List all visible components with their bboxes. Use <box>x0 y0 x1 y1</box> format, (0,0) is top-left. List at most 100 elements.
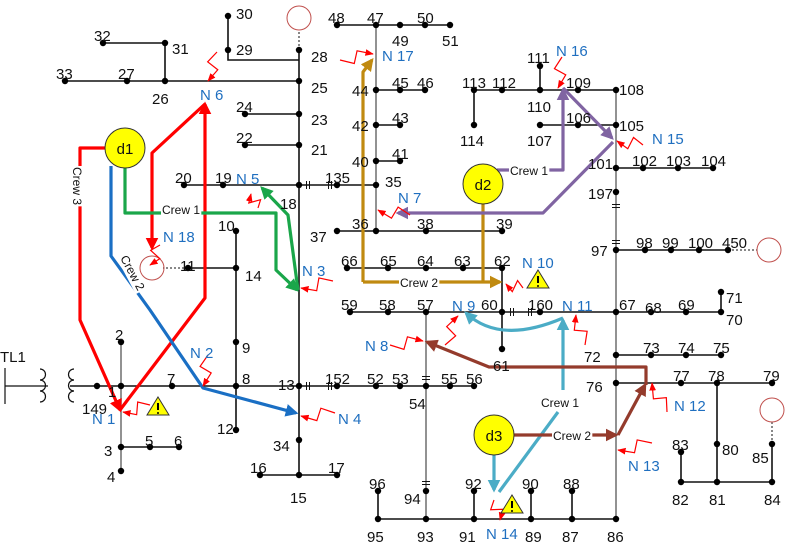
bus-node-28[interactable] <box>295 46 303 54</box>
fault-label-n11[interactable]: N 11 <box>562 298 593 315</box>
fault-label-n8[interactable]: N 8 <box>365 338 388 355</box>
bus-node-80[interactable] <box>713 440 721 448</box>
bus-node-100[interactable] <box>695 246 703 254</box>
bus-node-24[interactable] <box>241 110 249 118</box>
bus-node-90[interactable] <box>527 487 535 495</box>
bus-node-99[interactable] <box>667 246 675 254</box>
fault-label-n15[interactable]: N 15 <box>652 131 684 148</box>
bus-node-101[interactable] <box>612 164 620 172</box>
bus-node-51[interactable] <box>446 21 454 29</box>
bus-node-33[interactable] <box>61 77 69 85</box>
bus-node-79[interactable] <box>768 379 776 387</box>
fault-label-n5[interactable]: N 5 <box>236 171 259 188</box>
bus-node-39[interactable] <box>498 227 506 235</box>
bus-node-67[interactable] <box>612 308 620 316</box>
bus-node-15[interactable] <box>295 471 303 479</box>
bus-node-47[interactable] <box>372 21 380 29</box>
bus-node-53[interactable] <box>396 382 404 390</box>
bus-node-32[interactable] <box>99 39 107 47</box>
bus-node-8[interactable] <box>232 382 240 390</box>
bus-node-20[interactable] <box>180 181 188 189</box>
depot-d2[interactable] <box>462 163 504 205</box>
bus-node-89[interactable] <box>527 515 535 523</box>
bus-node-50[interactable] <box>421 21 429 29</box>
fault-label-n13[interactable]: N 13 <box>628 458 660 475</box>
bus-node-68[interactable] <box>647 308 655 316</box>
bus-node-43[interactable] <box>396 121 404 129</box>
bus-node-197[interactable] <box>612 188 620 196</box>
bus-node-110[interactable] <box>536 86 544 94</box>
fault-label-n4[interactable]: N 4 <box>338 411 361 428</box>
bus-node-61[interactable] <box>498 345 506 353</box>
bus-node-112[interactable] <box>498 86 506 94</box>
bus-node-2[interactable] <box>117 338 125 346</box>
bus-node-23[interactable] <box>295 110 303 118</box>
bus-node-91[interactable] <box>470 515 478 523</box>
bus-node-49[interactable] <box>396 21 404 29</box>
bus-node-103[interactable] <box>674 164 682 172</box>
bus-node-46[interactable] <box>421 86 429 94</box>
fault-label-n2[interactable]: N 2 <box>190 345 213 362</box>
bus-node-42[interactable] <box>372 121 380 129</box>
fault-label-n17[interactable]: N 17 <box>382 48 414 65</box>
fault-label-n3[interactable]: N 3 <box>302 263 325 280</box>
bus-node-13[interactable] <box>295 382 303 390</box>
bus-node-76[interactable] <box>612 379 620 387</box>
bus-node-94[interactable] <box>422 487 430 495</box>
bus-node-56[interactable] <box>470 382 478 390</box>
bus-node-77[interactable] <box>677 379 685 387</box>
bus-node-114[interactable] <box>470 121 478 129</box>
bus-node-25[interactable] <box>295 77 303 85</box>
bus-node-18[interactable] <box>295 181 303 189</box>
bus-node-135[interactable] <box>333 181 341 189</box>
bus-node-14[interactable] <box>232 264 240 272</box>
bus-node-62[interactable] <box>498 264 506 272</box>
bus-node-71[interactable] <box>717 288 725 296</box>
bus-node-95[interactable] <box>374 515 382 523</box>
bus-node-88[interactable] <box>568 487 576 495</box>
bus-node-81[interactable] <box>713 478 721 486</box>
fault-label-n9[interactable]: N 9 <box>452 298 475 315</box>
bus-node-70[interactable] <box>717 308 725 316</box>
bus-node-7[interactable] <box>168 382 176 390</box>
bus-node-65[interactable] <box>384 264 392 272</box>
bus-node-19[interactable] <box>219 181 227 189</box>
bus-node-3[interactable] <box>117 443 125 451</box>
bus-node-92[interactable] <box>470 487 478 495</box>
bus-node-31[interactable] <box>161 39 169 47</box>
bus-node-105[interactable] <box>612 121 620 129</box>
bus-node-106[interactable] <box>574 121 582 129</box>
bus-node-1[interactable] <box>117 382 125 390</box>
bus-node-34[interactable] <box>295 436 303 444</box>
bus-node-149[interactable] <box>93 382 101 390</box>
fault-label-n10[interactable]: N 10 <box>522 255 554 272</box>
bus-node-104[interactable] <box>709 164 717 172</box>
depot-d1[interactable] <box>104 127 146 169</box>
bus-node-152[interactable] <box>333 382 341 390</box>
bus-node-26[interactable] <box>161 77 169 85</box>
bus-node-160[interactable] <box>536 308 544 316</box>
fault-label-n16[interactable]: N 16 <box>556 43 588 60</box>
bus-node-16[interactable] <box>256 471 264 479</box>
bus-node-84[interactable] <box>768 478 776 486</box>
fault-label-n12[interactable]: N 12 <box>674 398 706 415</box>
bus-node-82[interactable] <box>677 478 685 486</box>
bus-node-109[interactable] <box>574 86 582 94</box>
bus-node-86[interactable] <box>612 515 620 523</box>
bus-node-45[interactable] <box>396 86 404 94</box>
bus-node-60[interactable] <box>498 308 506 316</box>
bus-node-58[interactable] <box>384 308 392 316</box>
bus-node-30[interactable] <box>224 12 232 20</box>
depot-d3[interactable] <box>473 414 515 456</box>
bus-node-78[interactable] <box>713 379 721 387</box>
bus-node-66[interactable] <box>343 264 351 272</box>
fault-label-n7[interactable]: N 7 <box>398 190 421 207</box>
bus-node-21[interactable] <box>295 141 303 149</box>
bus-node-107[interactable] <box>536 121 544 129</box>
bus-node-102[interactable] <box>639 164 647 172</box>
bus-node-113[interactable] <box>470 86 478 94</box>
bus-node-93[interactable] <box>422 515 430 523</box>
bus-node-22[interactable] <box>241 141 249 149</box>
bus-node-9[interactable] <box>232 338 240 346</box>
bus-node-4[interactable] <box>117 467 125 475</box>
